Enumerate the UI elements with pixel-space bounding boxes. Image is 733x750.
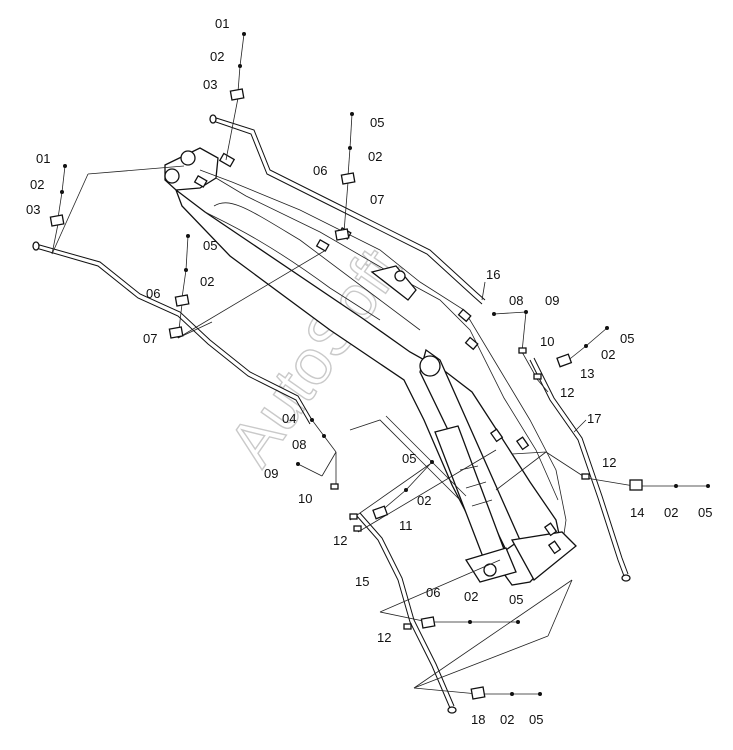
callout-label: 14: [630, 505, 644, 520]
callout-label: 12: [377, 630, 391, 645]
callout-label: 02: [417, 493, 431, 508]
callout-label: 02: [664, 505, 678, 520]
callout-label: 02: [464, 589, 478, 604]
callout-label: 02: [500, 712, 514, 727]
callout-label: 03: [26, 202, 40, 217]
callout-label: 02: [30, 177, 44, 192]
callout-label: 13: [580, 366, 594, 381]
callout-label: 12: [333, 533, 347, 548]
hose-lines: [32, 114, 631, 714]
callout-label: 08: [292, 437, 306, 452]
small-parts: [49, 32, 710, 700]
callout-label: 06: [313, 163, 327, 178]
callout-label: 15: [355, 574, 369, 589]
callout-label: 09: [545, 293, 559, 308]
excavator-arm: [164, 147, 577, 586]
callout-label: 02: [210, 49, 224, 64]
callout-label: 07: [143, 331, 157, 346]
callout-label: 10: [540, 334, 554, 349]
callout-label: 07: [370, 192, 384, 207]
callout-label: 08: [509, 293, 523, 308]
callout-label: 17: [587, 411, 601, 426]
callout-label: 05: [370, 115, 384, 130]
callout-label: 05: [620, 331, 634, 346]
callout-label: 12: [560, 385, 574, 400]
callout-label: 02: [200, 274, 214, 289]
callout-label: 11: [399, 518, 413, 533]
callout-label: 10: [298, 491, 312, 506]
callout-label: 05: [203, 238, 217, 253]
leader-lines: [51, 33, 708, 695]
callout-label: 05: [509, 592, 523, 607]
callout-label: 06: [426, 585, 440, 600]
callout-label: 01: [215, 16, 229, 31]
callout-label: 02: [368, 149, 382, 164]
callout-label: 05: [698, 505, 712, 520]
callout-label: 02: [601, 347, 615, 362]
callout-label: 12: [602, 455, 616, 470]
callout-label: 04: [282, 411, 296, 426]
callout-labels: 01 02 03 05 02 06 07 01 02 03 05 02 06 0…: [26, 16, 712, 727]
callout-label: 09: [264, 466, 278, 481]
callout-label: 05: [402, 451, 416, 466]
callout-label: 03: [203, 77, 217, 92]
callout-label: 01: [36, 151, 50, 166]
callout-label: 06: [146, 286, 160, 301]
callout-label: 18: [471, 712, 485, 727]
callout-label: 05: [529, 712, 543, 727]
callout-label: 16: [486, 267, 500, 282]
